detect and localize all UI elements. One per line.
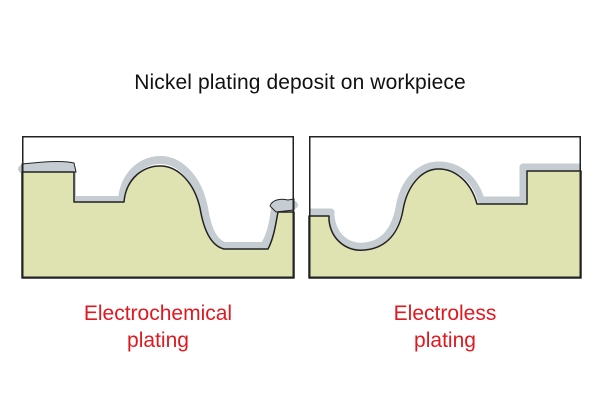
caption-electroless: Electroless plating bbox=[309, 300, 581, 354]
panel-frame bbox=[22, 136, 294, 278]
electroless-plating-panel bbox=[308, 136, 582, 279]
nickel-coating-uniform bbox=[309, 161, 581, 250]
caption-electrochemical: Electrochemical plating bbox=[22, 300, 294, 354]
coating-buildup-right-edge bbox=[269, 198, 295, 213]
nickel-coating-uneven bbox=[18, 155, 298, 250]
caption-line: Electroless bbox=[393, 302, 497, 325]
caption-line: plating bbox=[414, 329, 476, 352]
caption-line: plating bbox=[127, 329, 189, 352]
caption-line: Electrochemical bbox=[83, 302, 233, 325]
diagram-title: Nickel plating deposit on workpiece bbox=[134, 71, 466, 94]
panel-frame bbox=[309, 136, 581, 278]
workpiece-left bbox=[21, 165, 295, 279]
workpiece-right bbox=[308, 168, 582, 279]
electrochemical-plating-panel bbox=[18, 136, 298, 279]
